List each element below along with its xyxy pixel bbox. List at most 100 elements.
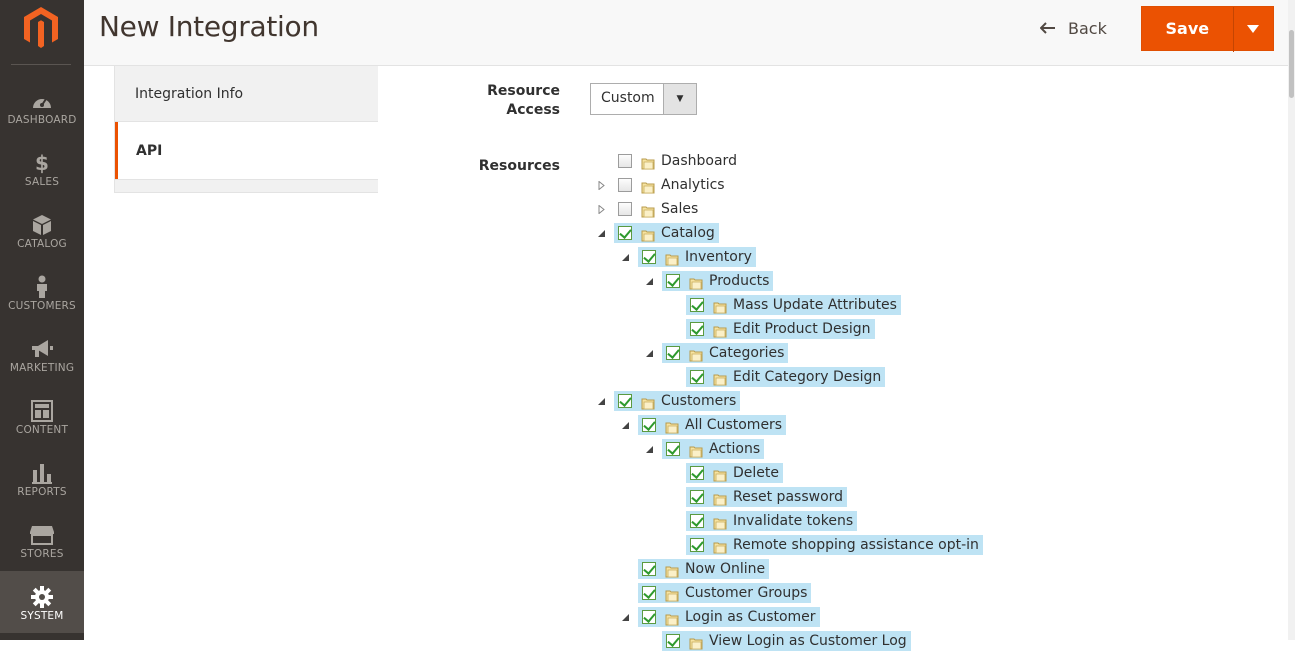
tree-node[interactable]: Actions — [662, 439, 765, 459]
folder-icon — [641, 395, 655, 409]
tree-node-checkbox[interactable] — [690, 514, 704, 528]
folder-icon — [713, 491, 727, 505]
tree-node[interactable]: Customer Groups — [638, 583, 812, 603]
tab-api[interactable]: API — [115, 122, 378, 179]
magento-logo-icon[interactable] — [21, 5, 61, 51]
menu-item-customers[interactable]: CUSTOMERS — [0, 261, 84, 323]
menu-item-dashboard[interactable]: DASHBOARD — [0, 75, 84, 137]
tree-node-checkbox[interactable] — [642, 250, 656, 264]
tree-node[interactable]: Mass Update Attributes — [686, 295, 901, 315]
tree-node-checkbox[interactable] — [690, 466, 704, 480]
bar-chart-icon — [0, 461, 84, 485]
tree-node-label: Dashboard — [661, 153, 737, 169]
tree-node[interactable]: Edit Product Design — [686, 319, 875, 339]
tree-node-label: All Customers — [685, 417, 783, 433]
tree-node-checkbox[interactable] — [666, 442, 680, 456]
tree-node[interactable]: Login as Customer — [638, 607, 820, 627]
integration-tabs: Integration Info API — [114, 66, 378, 193]
tree-node[interactable]: Categories — [662, 343, 789, 363]
tree-node-checkbox[interactable] — [618, 202, 632, 216]
tree-collapse-toggle-icon[interactable] — [620, 252, 630, 262]
tree-node-label: Analytics — [661, 177, 725, 193]
folder-icon — [713, 467, 727, 481]
tree-node-checkbox[interactable] — [666, 346, 680, 360]
tree-node[interactable]: All Customers — [638, 415, 787, 435]
page-scrollbar-thumb[interactable] — [1289, 30, 1294, 98]
folder-icon — [665, 251, 679, 265]
folder-icon — [713, 371, 727, 385]
resource-access-label-line2: Access — [506, 102, 560, 118]
tree-node[interactable]: Sales — [614, 199, 702, 219]
megaphone-icon — [0, 337, 84, 361]
tree-collapse-toggle-icon[interactable] — [620, 612, 630, 622]
tree-node-checkbox[interactable] — [666, 274, 680, 288]
tree-node-label: Products — [709, 273, 770, 289]
menu-item-reports[interactable]: REPORTS — [0, 447, 84, 509]
page-header: New Integration Back Save — [84, 0, 1288, 66]
tree-node-checkbox[interactable] — [666, 634, 680, 648]
folder-icon — [689, 347, 703, 361]
tree-node-checkbox[interactable] — [690, 322, 704, 336]
folder-icon — [665, 611, 679, 625]
tree-node[interactable]: Analytics — [614, 175, 729, 195]
menu-item-label: SYSTEM — [20, 610, 64, 622]
tree-expand-toggle-icon[interactable] — [596, 204, 606, 214]
tab-integration-info[interactable]: Integration Info — [115, 66, 378, 122]
menu-item-system[interactable]: SYSTEM — [0, 571, 84, 633]
menu-item-label: CUSTOMERS — [8, 300, 76, 312]
menu-item-sales[interactable]: $SALES — [0, 137, 84, 199]
tree-node-checkbox[interactable] — [690, 538, 704, 552]
resource-access-select[interactable]: Custom ▼ — [590, 83, 697, 115]
tree-node[interactable]: Now Online — [638, 559, 770, 579]
save-button[interactable]: Save — [1165, 19, 1210, 38]
tree-collapse-toggle-icon[interactable] — [644, 276, 654, 286]
tree-collapse-toggle-icon[interactable] — [620, 420, 630, 430]
tree-node[interactable]: Reset password — [686, 487, 848, 507]
folder-icon — [689, 635, 703, 649]
tree-node-checkbox[interactable] — [618, 394, 632, 408]
tree-node-label: Mass Update Attributes — [733, 297, 897, 313]
tree-node[interactable]: Catalog — [614, 223, 719, 243]
menu-item-stores[interactable]: STORES — [0, 509, 84, 571]
tree-node-checkbox[interactable] — [690, 490, 704, 504]
tree-node[interactable]: Inventory — [638, 247, 756, 267]
tree-collapse-toggle-icon[interactable] — [596, 396, 606, 406]
back-button[interactable]: Back — [1039, 14, 1107, 42]
page-scrollbar-track[interactable] — [1288, 0, 1295, 640]
save-options-toggle[interactable] — [1234, 7, 1273, 50]
tree-node-checkbox[interactable] — [618, 178, 632, 192]
tree-collapse-toggle-icon[interactable] — [644, 348, 654, 358]
tree-node-checkbox[interactable] — [642, 610, 656, 624]
menu-item-content[interactable]: CONTENT — [0, 385, 84, 447]
store-icon — [0, 523, 84, 547]
tree-collapse-toggle-icon[interactable] — [644, 444, 654, 454]
tree-node-checkbox[interactable] — [642, 562, 656, 576]
tree-node[interactable]: Products — [662, 271, 774, 291]
menu-item-catalog[interactable]: CATALOG — [0, 199, 84, 261]
tree-node[interactable]: Invalidate tokens — [686, 511, 858, 531]
tree-expand-toggle-icon[interactable] — [596, 180, 606, 190]
tree-node-checkbox[interactable] — [690, 370, 704, 384]
tree-node[interactable]: Dashboard — [614, 151, 741, 171]
folder-icon — [641, 155, 655, 169]
tree-node-checkbox[interactable] — [642, 586, 656, 600]
folder-icon — [713, 539, 727, 553]
save-split-divider — [1232, 7, 1234, 52]
tree-node-checkbox[interactable] — [642, 418, 656, 432]
menu-item-label: DASHBOARD — [7, 114, 77, 126]
tree-node[interactable]: Edit Category Design — [686, 367, 886, 387]
arrow-left-icon — [1039, 19, 1056, 38]
tree-collapse-toggle-icon[interactable] — [596, 228, 606, 238]
dashboard-icon — [0, 89, 84, 113]
tree-node-checkbox[interactable] — [690, 298, 704, 312]
menu-item-marketing[interactable]: MARKETING — [0, 323, 84, 385]
tree-node[interactable]: Delete — [686, 463, 783, 483]
tree-node-checkbox[interactable] — [618, 226, 632, 240]
tree-node-checkbox[interactable] — [618, 154, 632, 168]
folder-icon — [713, 515, 727, 529]
tree-node-label: Categories — [709, 345, 785, 361]
tree-node[interactable]: Remote shopping assistance opt-in — [686, 535, 983, 555]
tree-node[interactable]: Customers — [614, 391, 741, 411]
tree-node[interactable]: View Login as Customer Log — [662, 631, 911, 651]
folder-icon — [713, 323, 727, 337]
